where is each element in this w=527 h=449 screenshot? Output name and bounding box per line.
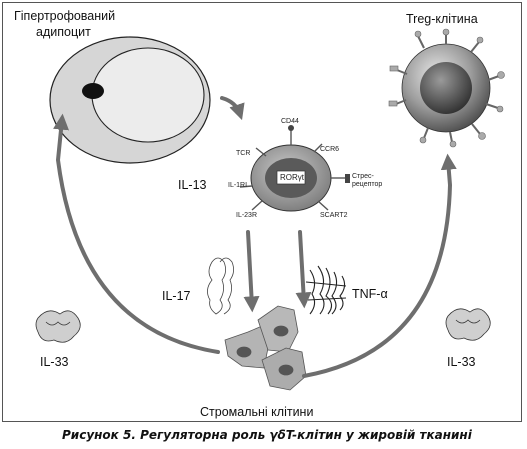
arrow-adipocyte-to-gd — [220, 96, 245, 121]
il23r-label: IL-23R — [236, 212, 258, 219]
tnf-protein — [305, 265, 347, 315]
arrows — [53, 96, 457, 378]
ccr6-receptor — [313, 143, 323, 153]
il33-right-label: IL-33 — [447, 355, 476, 369]
stress-receptor-label-line1: Стрес- — [352, 173, 374, 180]
adipocyte-nucleus — [82, 83, 104, 99]
il17-protein — [207, 257, 234, 315]
stress-receptor-label-line2: рецептор — [352, 181, 383, 188]
il13-label: IL-13 — [178, 178, 207, 192]
adipocyte — [49, 36, 211, 164]
ccr6-label: CCR6 — [320, 146, 340, 153]
arrow-gd-to-stromal-left — [243, 230, 260, 313]
tnf-label: TNF-α — [352, 287, 388, 301]
cd44-label: CD44 — [281, 118, 299, 125]
arrow-gd-to-stromal-right — [295, 230, 312, 309]
adipocyte-label-line1: Гіпертрофований — [14, 9, 116, 23]
figure-caption: Рисунок 5. Регуляторна роль γδT-клітин у… — [62, 428, 472, 442]
scart2-label: SCART2 — [320, 212, 348, 219]
arrow-stromal-to-adipocyte — [53, 113, 220, 354]
treg-label: Treg-клітина — [406, 12, 478, 26]
il33-left-protein — [35, 310, 81, 343]
scart2-receptor — [317, 200, 329, 211]
stromal-cells — [224, 305, 307, 391]
il33-right-protein — [445, 308, 491, 341]
il33-left-label: IL-33 — [40, 355, 69, 369]
il1ri-label: IL-1RI — [228, 182, 248, 189]
gd-t-cell — [239, 125, 350, 212]
roryt-label: RORγt — [280, 173, 304, 182]
adipocyte-label-line2: адипоцит — [36, 25, 91, 39]
il1ri-receptor — [239, 185, 253, 188]
stromal-label: Стромальні клітини — [200, 405, 314, 419]
il17-label: IL-17 — [162, 289, 191, 303]
tcr-receptor — [255, 147, 267, 157]
tcr-label: TCR — [236, 150, 251, 157]
il23r-receptor — [251, 200, 263, 211]
arrow-stromal-to-treg — [302, 153, 457, 378]
treg-cell — [388, 28, 505, 148]
